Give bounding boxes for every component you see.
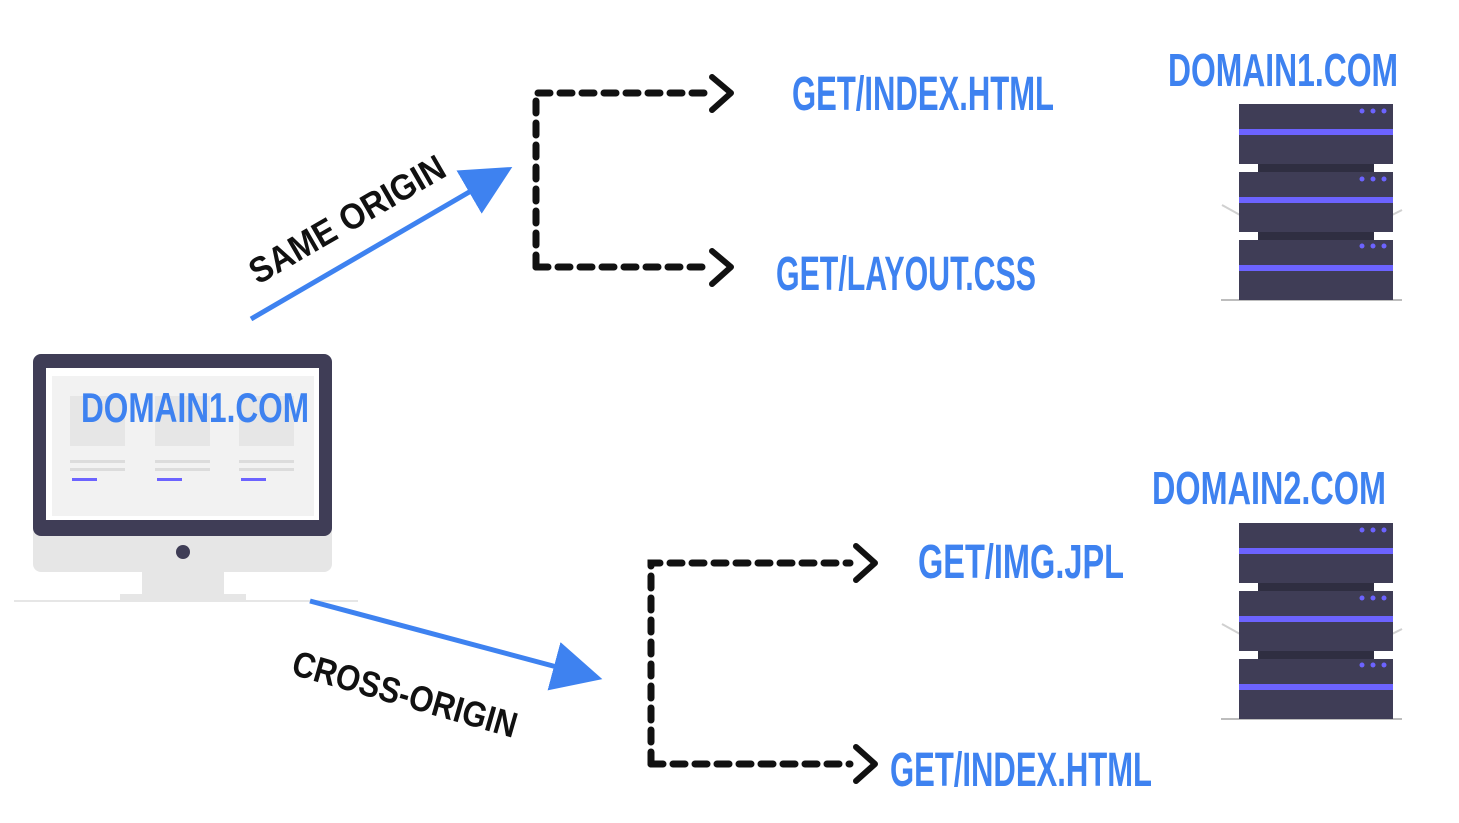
client-computer-icon [14, 354, 358, 602]
request-label: GET/LAYOUT.CSS [776, 248, 1036, 301]
cross-origin-bracket [647, 559, 854, 768]
cross-origin-arrow [309, 598, 603, 691]
arrowhead-icon [709, 74, 734, 113]
client-domain-label: DOMAIN1.COM [81, 384, 309, 431]
request-label: GET/INDEX.HTML [890, 744, 1152, 797]
server-icon [1221, 523, 1403, 720]
request-label: GET/INDEX.HTML [792, 68, 1054, 121]
server-domain-label: DOMAIN1.COM [1168, 44, 1398, 96]
request-label: GET/IMG.JPL [918, 536, 1124, 589]
arrowhead-icon [853, 543, 878, 583]
same-origin-bracket [532, 89, 712, 271]
same-origin-arrow [249, 166, 513, 322]
arrowhead-icon [853, 744, 878, 784]
server-icon [1221, 104, 1403, 301]
cross-origin-label: CROSS-ORIGIN [288, 642, 522, 745]
server-domain-label: DOMAIN2.COM [1152, 462, 1386, 514]
arrowhead-icon [709, 248, 734, 287]
